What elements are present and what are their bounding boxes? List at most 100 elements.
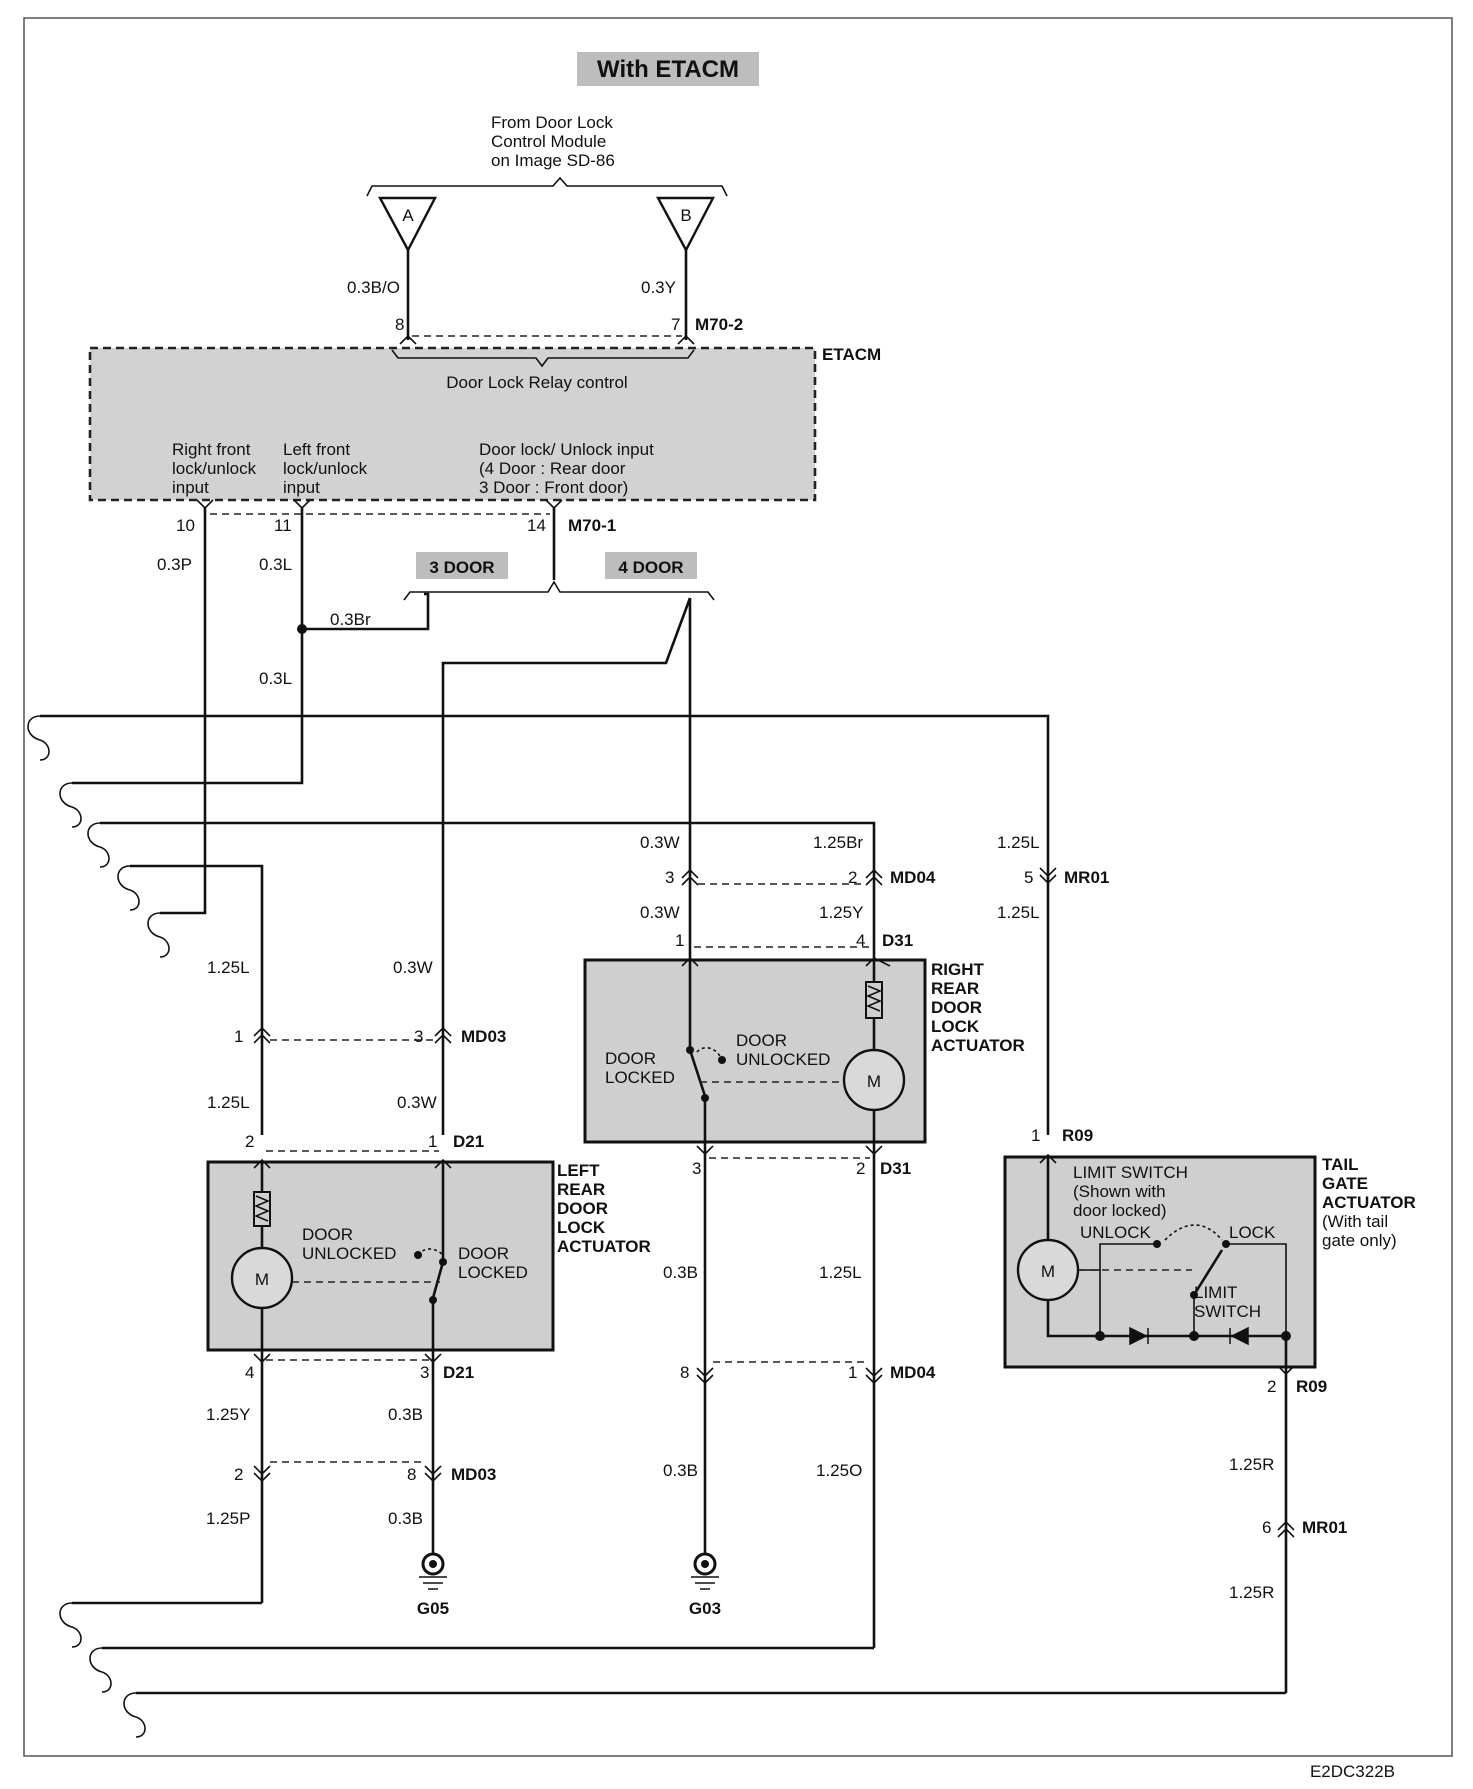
w-03w-left: 0.3W — [393, 958, 433, 977]
right-unlocked-2: UNLOCKED — [736, 1050, 830, 1069]
left-title-1: LEFT — [557, 1161, 600, 1180]
md04-pin3: 3 — [665, 868, 674, 887]
md03-pin3: 3 — [414, 1027, 423, 1046]
wire-a-label: 0.3B/O — [347, 278, 400, 297]
pin-b: 7 — [671, 315, 680, 334]
tg-note-2: gate only) — [1322, 1231, 1397, 1250]
wire-03br — [302, 592, 430, 631]
r09-upper-pin-mark — [1039, 1153, 1057, 1164]
source-note-line1: From Door Lock — [491, 113, 613, 132]
wire-tailgate-feed — [40, 714, 1050, 1135]
tg-diode-1 — [1129, 1326, 1149, 1346]
tg-lock-lead — [1226, 1243, 1287, 1336]
input-right-3: input — [172, 478, 209, 497]
right-switch-blade — [688, 1049, 707, 1097]
left-ptc-zigzag — [253, 1195, 271, 1222]
mr01-upper-label: MR01 — [1064, 868, 1109, 887]
r09-pin2: 2 — [1267, 1377, 1276, 1396]
left-locked-1: DOOR — [458, 1244, 509, 1263]
left-title-3: DOOR — [557, 1199, 608, 1218]
input-left-1: Left front — [283, 440, 350, 459]
right-title-3: DOOR — [931, 998, 982, 1017]
figure-id: E2DC322B — [1310, 1762, 1395, 1781]
d21-pin3: 3 — [420, 1363, 429, 1382]
d31-pin1: 1 — [675, 931, 684, 950]
right-title-2: REAR — [931, 979, 979, 998]
etacm-label: ETACM — [822, 345, 881, 364]
tag-3door: 3 DOOR — [429, 558, 494, 577]
source-brace — [366, 176, 728, 197]
wire-b-label: 0.3Y — [641, 278, 676, 297]
tg-switch-blade — [1192, 1249, 1224, 1296]
md04-lower-label: MD04 — [890, 1363, 936, 1382]
wire-03br-label: 0.3Br — [330, 610, 371, 629]
pin-14: 14 — [527, 516, 546, 535]
tg-unlock-label: UNLOCK — [1080, 1223, 1152, 1242]
d31-upper-label: D31 — [882, 931, 913, 950]
right-rear-actuator — [583, 958, 927, 1144]
left-act-switch-blade — [431, 1261, 445, 1299]
mr01-pin6-mark — [1277, 1520, 1295, 1538]
tg-lock-label: LOCK — [1229, 1223, 1276, 1242]
w-03b-mid2: 0.3B — [663, 1461, 698, 1480]
ground-g05-label: G05 — [417, 1599, 449, 1618]
tg-unlock-dot — [1153, 1240, 1161, 1248]
md03-pin8: 8 — [407, 1465, 416, 1484]
ground-g05-lines — [419, 1576, 447, 1590]
relay-brace — [391, 349, 695, 368]
d31-pin4: 4 — [856, 931, 865, 950]
w-03w-mid: 0.3W — [640, 833, 680, 852]
left-unlocked-1: DOOR — [302, 1225, 353, 1244]
md04-pin2: 2 — [848, 868, 857, 887]
tg-node-2 — [1189, 1331, 1199, 1341]
right-title-1: RIGHT — [931, 960, 985, 979]
md03-lower-label: MD03 — [451, 1465, 496, 1484]
connector-m70-1: M70-1 — [568, 516, 616, 535]
page-frame — [23, 17, 1453, 1757]
mr01-pin5: 5 — [1024, 868, 1033, 887]
md04-pin8: 8 — [680, 1363, 689, 1382]
w-03b-mid: 0.3B — [663, 1263, 698, 1282]
d31-pin3: 3 — [692, 1159, 701, 1178]
md04-pin1: 1 — [848, 1363, 857, 1382]
tag-4door: 4 DOOR — [618, 558, 683, 577]
m70-2-pin-marks — [399, 334, 695, 345]
d31-upper-pin-marks — [681, 956, 891, 967]
input-right-2: lock/unlock — [172, 459, 257, 478]
w-125y: 1.25Y — [206, 1405, 250, 1424]
right-locked-1: DOOR — [605, 1049, 656, 1068]
d21-lower-label: D21 — [443, 1363, 474, 1382]
left-unlocked-2: UNLOCKED — [302, 1244, 396, 1263]
md04-upper-label: MD04 — [890, 868, 936, 887]
wire-03p — [160, 508, 207, 915]
wire-left-rear-feed — [130, 864, 264, 1135]
w-125l-left2: 1.25L — [207, 1093, 250, 1112]
md03-pin1: 1 — [234, 1027, 243, 1046]
left-switch-arc — [417, 1248, 444, 1256]
ground-g03-label: G03 — [689, 1599, 721, 1618]
pin-10: 10 — [176, 516, 195, 535]
w-03b-left: 0.3B — [388, 1405, 423, 1424]
tg-diode-2 — [1229, 1326, 1249, 1346]
mr01-pin6: 6 — [1262, 1518, 1271, 1537]
d31-pin2: 2 — [856, 1159, 865, 1178]
r09-upper-label: R09 — [1062, 1126, 1093, 1145]
d31-lower-label: D31 — [880, 1159, 911, 1178]
left-ptc — [253, 1191, 271, 1227]
wire-4door-to-md03 — [441, 597, 692, 1135]
tg-limit-top-3: door locked) — [1073, 1201, 1167, 1220]
connector-b-triangle — [655, 196, 715, 253]
d21-pin4: 4 — [245, 1363, 254, 1382]
left-title-5: ACTUATOR — [557, 1237, 651, 1256]
tg-switch-arc — [1164, 1224, 1223, 1241]
d21-lower-pin-marks — [253, 1353, 442, 1364]
tg-title-1: TAIL — [1322, 1155, 1359, 1174]
ground-g03-dot — [701, 1560, 709, 1568]
right-title-4: LOCK — [931, 1017, 980, 1036]
door-select-brace — [403, 580, 715, 601]
tg-title-2: GATE — [1322, 1174, 1368, 1193]
left-motor-label: M — [255, 1270, 269, 1289]
left-title-4: LOCK — [557, 1218, 606, 1237]
md03-pin1-mark — [253, 1026, 271, 1044]
tg-lock-dot — [1222, 1240, 1230, 1248]
